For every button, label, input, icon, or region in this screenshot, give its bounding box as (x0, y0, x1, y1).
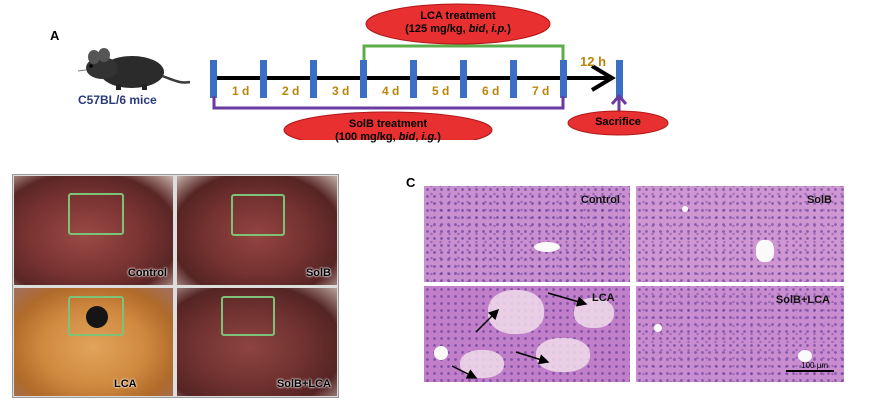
highlight-box (221, 296, 275, 336)
day-tick (410, 60, 417, 98)
histology-solb-lca: SolB+LCA 100 μm (636, 286, 844, 382)
solb-treatment-text: SolB treatment (100 mg/kg, bid, i.g.) (284, 118, 492, 144)
day-tick (210, 60, 217, 98)
photo-label: LCA (114, 378, 137, 390)
highlight-box (68, 296, 124, 336)
central-vein (798, 350, 812, 362)
day-tick (560, 60, 567, 98)
lca-treatment-title: LCA treatment (420, 10, 496, 22)
histology-solb: SolB (636, 186, 844, 282)
lca-treatment-ellipse (365, 3, 551, 45)
day-label: 5 d (432, 84, 450, 98)
central-vein (756, 240, 774, 262)
day-label: 6 d (482, 84, 500, 98)
histology-label: Control (580, 194, 620, 206)
highlight-box (231, 194, 285, 236)
mouse-icon (77, 48, 191, 90)
liver-photo-lca: LCA (14, 288, 173, 396)
day-tick (310, 60, 317, 98)
vessel (654, 324, 662, 332)
photo-label: SolB (305, 267, 331, 279)
gallbladder (86, 306, 108, 328)
solb-treatment-title: SolB treatment (348, 118, 428, 130)
solb-bracket (212, 96, 565, 110)
liver-photo-solb: SolB (177, 176, 337, 285)
mouse-strain-label: C57BL/6 mice (78, 93, 157, 107)
final-interval-label: 12 h (580, 54, 607, 69)
photo-label: Control (127, 267, 167, 279)
sacrifice-ellipse (567, 110, 669, 136)
central-vein (434, 346, 448, 360)
treatment-timeline (210, 3, 669, 140)
panel-c-letter: C (406, 175, 416, 190)
solb-treatment-ellipse (283, 111, 493, 140)
day-tick (260, 60, 267, 98)
histology-control: Control (424, 186, 630, 282)
liver-photo-control: Control (14, 176, 173, 285)
histology-lca: LCA (424, 286, 630, 382)
histology-label: SolB (806, 194, 832, 206)
photo-label: SolB+LCA (276, 378, 331, 390)
day-tick (510, 60, 517, 98)
liver-photo-solb-lca: SolB+LCA (177, 288, 337, 396)
necrosis-arrows (451, 292, 588, 379)
lca-treatment-dose: (125 mg/kg, bid, i.p.) (405, 23, 511, 35)
panel-c-histology-grid: Control SolB LCA SolB+LCA 100 μm (424, 186, 844, 382)
lca-bracket (362, 44, 565, 64)
vessel (682, 206, 688, 212)
day-label: 2 d (282, 84, 300, 98)
timeline-arrowhead (590, 64, 616, 92)
sacrifice-label: Sacrifice (595, 116, 641, 128)
histology-label: LCA (592, 292, 615, 304)
sacrifice-tick (616, 60, 623, 98)
day-tick (360, 60, 367, 98)
solb-treatment-dose: (100 mg/kg, bid, i.g.) (335, 131, 441, 143)
highlight-box (68, 193, 124, 235)
panel-b-photo-grid: Control SolB LCA SolB+LCA (12, 174, 339, 398)
day-tick (460, 60, 467, 98)
scale-bar (786, 370, 834, 372)
lca-treatment-text: LCA treatment (125 mg/kg, bid, i.p.) (366, 10, 550, 36)
day-label: 4 d (382, 84, 400, 98)
panel-a-letter: A (50, 28, 60, 43)
day-label: 1 d (232, 84, 250, 98)
day-label: 7 d (532, 84, 550, 98)
histology-label: SolB+LCA (775, 294, 830, 306)
central-vein (534, 242, 560, 252)
day-label: 3 d (332, 84, 350, 98)
scale-bar-label: 100 μm (801, 361, 828, 370)
